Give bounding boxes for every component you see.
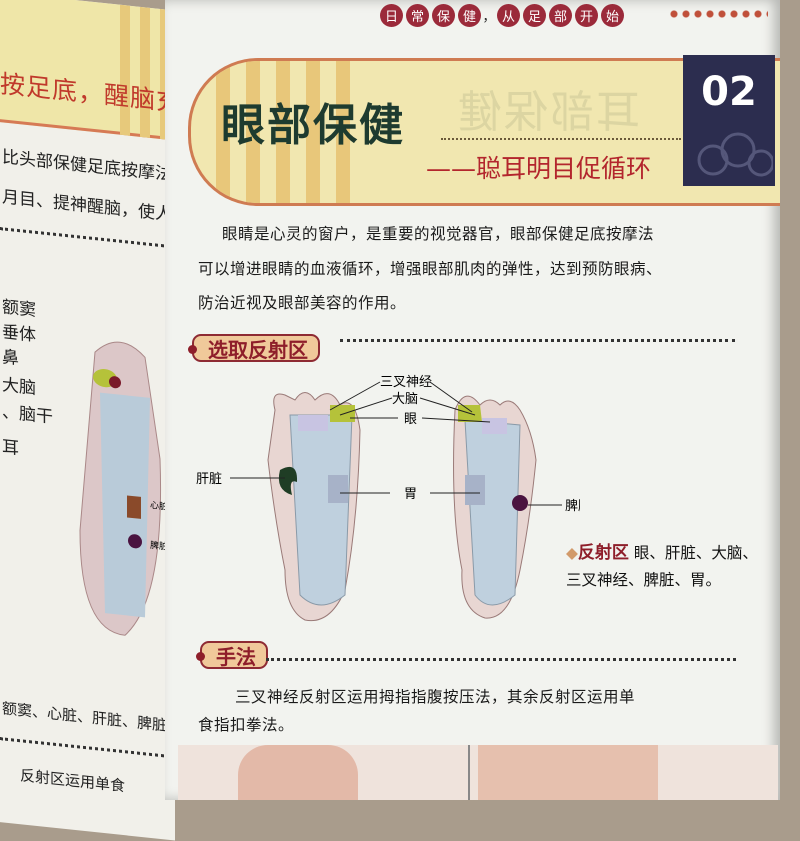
left-intro-line: 月目、提神醒脑，使人精力充 (2, 187, 175, 231)
left-label: 额窦 (2, 297, 36, 321)
header-char: 开 (575, 4, 598, 27)
foot-reflex-diagram: 三叉神经 大脑 眼 肝脏 胃 脾脏 (196, 375, 580, 622)
left-label: 鼻 (2, 347, 19, 370)
chapter-number-box: 02 (683, 55, 775, 186)
diamond-bullet-icon: ◆ (566, 544, 578, 562)
right-foot (453, 395, 537, 619)
header-char: ， (482, 10, 496, 25)
liver-zone (278, 466, 298, 495)
ghost-title: 耳部保健 (456, 87, 640, 138)
left-label: 耳 (2, 437, 19, 460)
left-organ-label: 心脏 (150, 499, 168, 513)
method-line: 食指扣拳法。 (198, 716, 295, 734)
header-char: 常 (406, 4, 429, 27)
header-char: 部 (549, 4, 572, 27)
method-line: 三叉神经反射区运用拇指指腹按压法，其余反射区运用单 (235, 688, 636, 706)
left-banner: 按足底，醒脑充精 (0, 0, 175, 141)
section-divider (340, 339, 735, 342)
left-intro-line: 比头部保健足底按摩法大致 (2, 147, 175, 189)
header-char: 保 (432, 4, 455, 27)
dots-ornament (668, 8, 768, 20)
intro-line: 可以增进眼睛的血液循环，增强眼部肌肉的弹性，达到预防眼病、 (198, 260, 663, 278)
left-label: 垂体 (2, 322, 36, 346)
intro-line: 防治近视及眼部美容的作用。 (198, 294, 407, 312)
title-banner: 耳部保健 眼部保健 ——聪耳明目促循环 (188, 58, 780, 206)
reflex-summary-text: 眼、肝脏、大脑、三叉神经、脾脏、胃。 (566, 544, 758, 589)
left-reflex-line: 额窦、心脏、肝脏、脾脏、鼻 (2, 699, 175, 738)
label-eye: 眼 (404, 412, 417, 427)
label-liver: 肝脏 (196, 472, 222, 487)
header-char: 日 (380, 4, 403, 27)
header-char: 足 (523, 4, 546, 27)
page-subtitle: ——聪耳明目促循环 (426, 154, 652, 183)
intro-line: 眼睛是心灵的窗户，是重要的视觉器官，眼部保健足底按摩法 (222, 225, 655, 243)
section-tag-reflex: 选取反射区 (188, 334, 320, 362)
left-label: 大脑 (2, 375, 36, 399)
cloud-ornament-icon (697, 132, 773, 177)
label-trigeminal: 三叉神经 (380, 375, 432, 390)
header-band: 日 常 保 健 ， 从 足 部 开 始 (380, 4, 624, 27)
label-spleen: 脾脏 (565, 499, 580, 514)
label-brain: 大脑 (392, 392, 418, 407)
reflex-summary: ◆反射区 眼、肝脏、大脑、三叉神经、脾脏、胃。 (566, 540, 766, 594)
title-divider (441, 138, 681, 140)
reflex-summary-title: 反射区 (577, 543, 629, 563)
spleen-zone (512, 495, 528, 511)
left-organ-label: 脾脏 (150, 539, 168, 553)
chapter-number: 02 (701, 69, 757, 115)
left-foot-diagram: 心脏 脾脏 (79, 341, 168, 636)
header-char: 始 (601, 4, 624, 27)
stomach-zone-left (328, 475, 348, 503)
brain-zone-left (330, 405, 355, 422)
left-page: 按足底，醒脑充精 比头部保健足底按摩法大致 月目、提神醒脑，使人精力充 额窦 垂… (0, 0, 175, 841)
section-tag-method: 手法 (196, 641, 268, 669)
left-label: 、脑干 (2, 402, 53, 428)
header-char: 从 (497, 4, 520, 27)
label-stomach: 胃 (404, 487, 417, 502)
left-foot (267, 392, 361, 622)
section-divider (266, 658, 736, 661)
stomach-zone-right (465, 475, 485, 505)
page-title: 眼部保健 (221, 100, 405, 151)
massage-photo (178, 745, 778, 800)
header-char: 健 (458, 4, 481, 27)
left-method-line: 反射区运用单食 (20, 766, 126, 796)
